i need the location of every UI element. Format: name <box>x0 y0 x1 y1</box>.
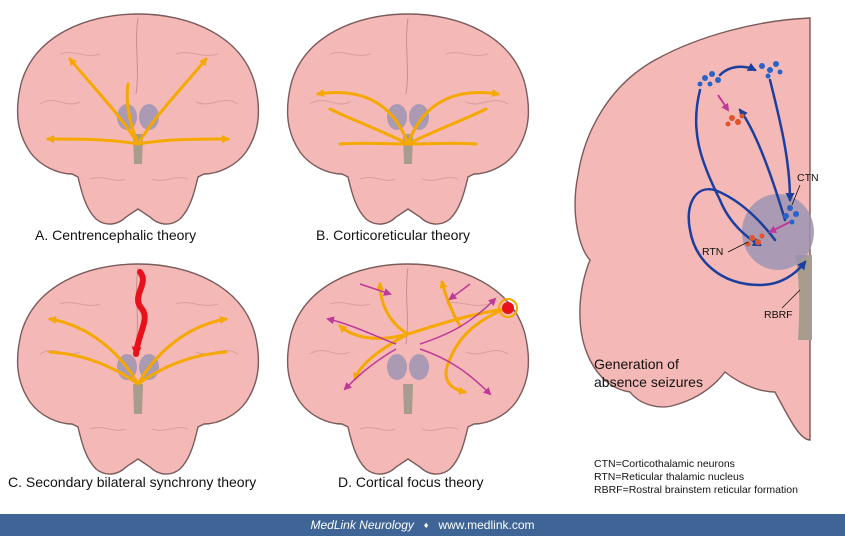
generation-title-line1: Generation of <box>594 356 679 372</box>
caption-d: D. Cortical focus theory <box>338 474 484 490</box>
label-ctn: CTN <box>797 172 819 184</box>
legend-ctn: CTN=Corticothalamic neurons <box>594 458 735 470</box>
brain-panel-a <box>16 13 260 225</box>
footer-bar: MedLink Neurology ♦ www.medlink.com <box>0 514 845 536</box>
caption-c: C. Secondary bilateral synchrony theory <box>8 474 257 490</box>
generation-title-line2: absence seizures <box>594 374 703 390</box>
brain-panel-c <box>16 263 260 475</box>
generation-title: Generation of absence seizures <box>594 355 703 391</box>
legend-rbrf: RBRF=Rostral brainstem reticular formati… <box>594 484 798 496</box>
legend-rtn: RTN=Reticular thalamic nucleus <box>594 471 745 483</box>
brain-panel-d <box>286 263 530 475</box>
label-rbrf: RBRF <box>764 309 793 321</box>
caption-b: B. Corticoreticular theory <box>316 227 471 243</box>
caption-a: A. Centrencephalic theory <box>35 227 197 243</box>
abbreviation-legend: CTN=Corticothalamic neurons RTN=Reticula… <box>594 458 798 497</box>
footer-url-link[interactable]: www.medlink.com <box>438 518 535 532</box>
footer-separator-icon: ♦ <box>423 520 429 530</box>
diagram-canvas <box>16 13 814 475</box>
brain-panel-b <box>286 13 530 225</box>
absence-seizure-circuit <box>574 17 814 441</box>
label-rtn: RTN <box>702 246 724 258</box>
footer-brand: MedLink Neurology <box>310 518 414 532</box>
